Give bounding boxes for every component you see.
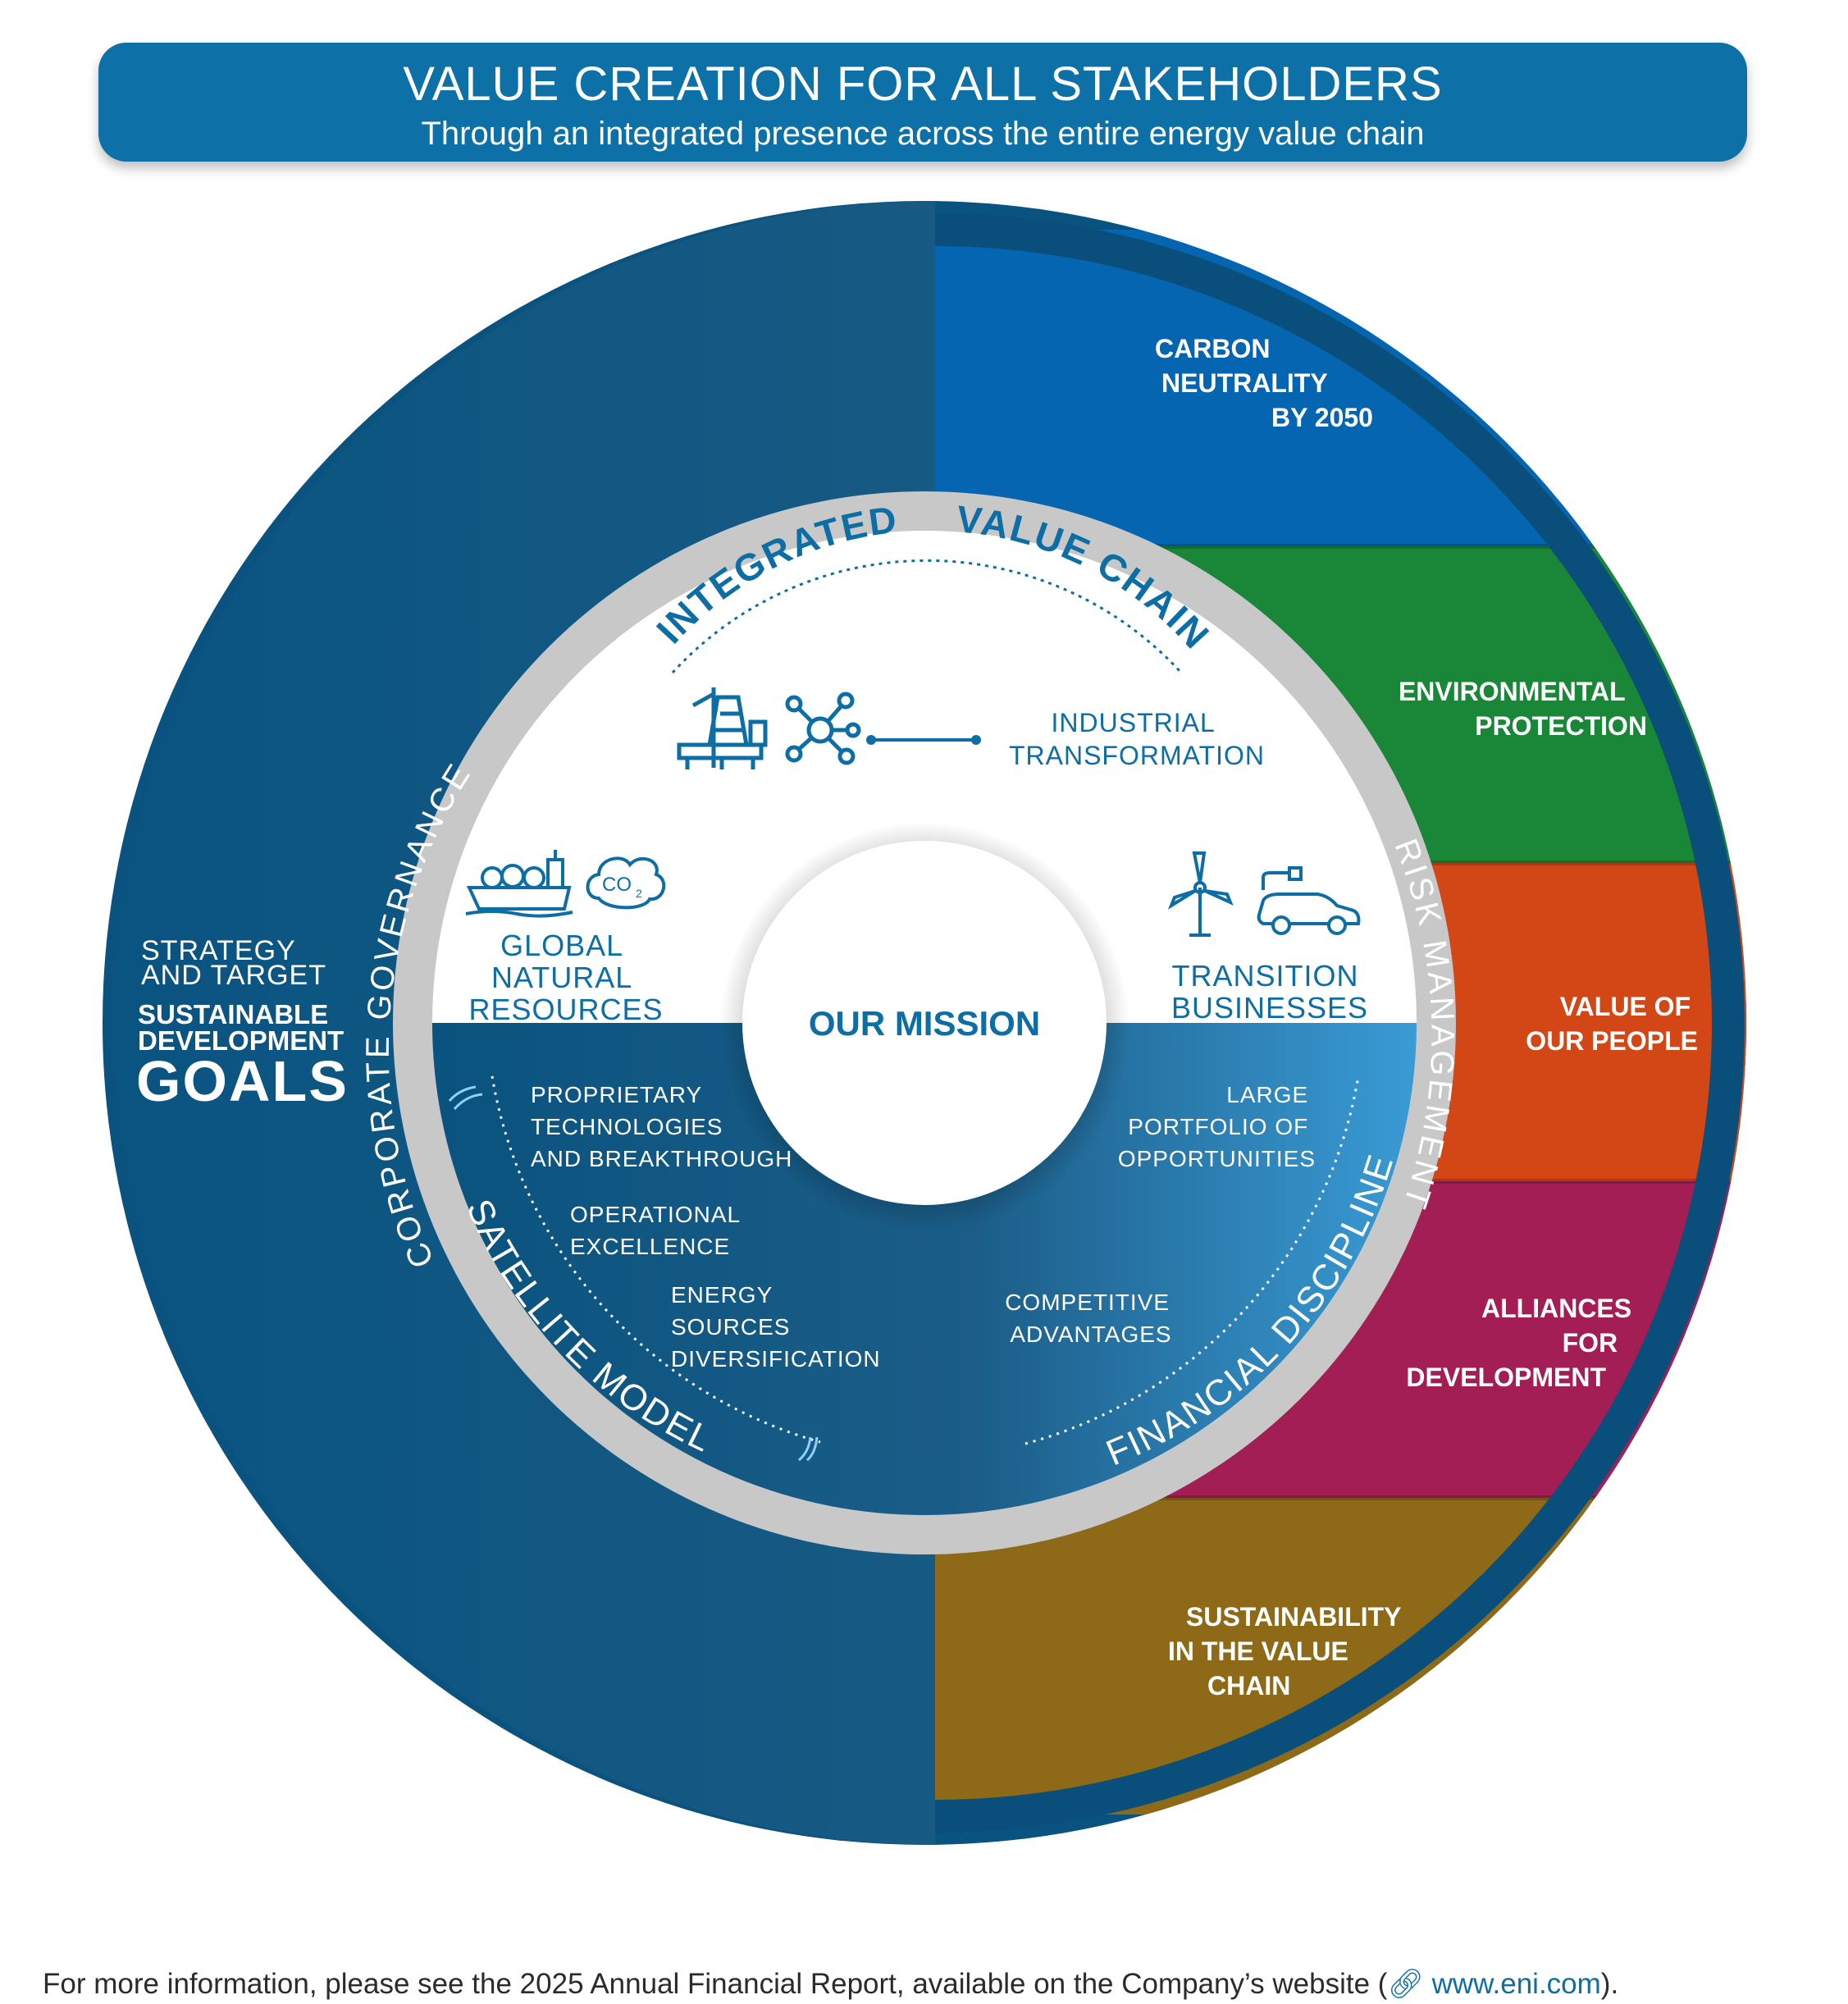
- svg-text:CO: CO: [602, 874, 632, 896]
- svg-text:2: 2: [636, 887, 642, 900]
- lower-inner-half: [432, 1023, 1417, 1515]
- satellite-dotted-arc: [491, 1075, 821, 1444]
- page-subtitle: Through an integrated presence across th…: [421, 116, 1425, 152]
- outer-rim: [934, 213, 1745, 1833]
- website-link[interactable]: www.eni.com: [1431, 1968, 1601, 2000]
- proprietary-label: PROPRIETARY TECHNOLOGIES AND BREAKTHROUG…: [531, 1082, 792, 1171]
- industrial-transformation-label: INDUSTRIAL TRANSFORMATION: [1009, 708, 1265, 770]
- co2-cloud-icon: CO 2: [586, 856, 666, 910]
- value-of-people-label: VALUE OF OUR PEOPLE: [1526, 992, 1698, 1056]
- electric-car-icon: [1257, 866, 1361, 935]
- competitive-advantages-label: COMPETITIVE ADVANTAGES: [1005, 1290, 1177, 1347]
- operational-excellence-label: OPERATIONAL EXCELLENCE: [570, 1202, 747, 1259]
- global-natural-resources-label: GLOBAL NATURAL RESOURCES: [468, 929, 663, 1026]
- lng-tanker-icon: [465, 850, 573, 918]
- energy-sources-label: ENERGY SOURCES DIVERSIFICATION: [671, 1282, 881, 1372]
- transition-businesses-label: TRANSITION BUSINESSES: [1171, 959, 1368, 1025]
- header-banner: VALUE CREATION FOR ALL STAKEHOLDERS Thro…: [98, 43, 1747, 162]
- industrial-connector: [866, 735, 981, 745]
- page-title: VALUE CREATION FOR ALL STAKEHOLDERS: [403, 57, 1443, 111]
- network-nodes-icon: [785, 692, 861, 765]
- satellite-wave-icon: [448, 1085, 819, 1462]
- mission-label: OUR MISSION: [809, 1004, 1040, 1043]
- sustainability-label: SUSTAINABILITY IN THE VALUE CHAIN: [1168, 1602, 1408, 1700]
- footer-note: For more information, please see the 202…: [43, 1967, 1618, 2001]
- footer-text: For more information, please see the 202…: [43, 1968, 1388, 2000]
- sdg-goals-logo: GOALS: [136, 1049, 349, 1113]
- carbon-neutrality-label: CARBON NEUTRALITY BY 2050: [1155, 334, 1373, 432]
- strategy-target-label: STRATEGY AND TARGET: [141, 935, 326, 991]
- environmental-protection-label: ENVIRONMENTAL PROTECTION: [1399, 677, 1647, 741]
- link-icon: 🔗︎: [1387, 1968, 1424, 2000]
- upper-inner-half: [432, 531, 1417, 1023]
- large-portfolio-label: LARGE PORTFOLIO OF OPPORTUNITIES: [1118, 1082, 1316, 1171]
- sdg-label: SUSTAINABLE DEVELOPMENT: [138, 999, 344, 1056]
- oil-rig-icon: [677, 687, 768, 769]
- alliances-label: ALLIANCES FOR DEVELOPMENT: [1406, 1294, 1639, 1392]
- mission-circle: [742, 841, 1107, 1205]
- value-creation-diagram: OUR MISSION CORPORATE GOVERNANCE RISK MA…: [103, 201, 1746, 1845]
- footer-close: ).: [1600, 1968, 1619, 2000]
- wind-turbine-icon: [1167, 851, 1234, 937]
